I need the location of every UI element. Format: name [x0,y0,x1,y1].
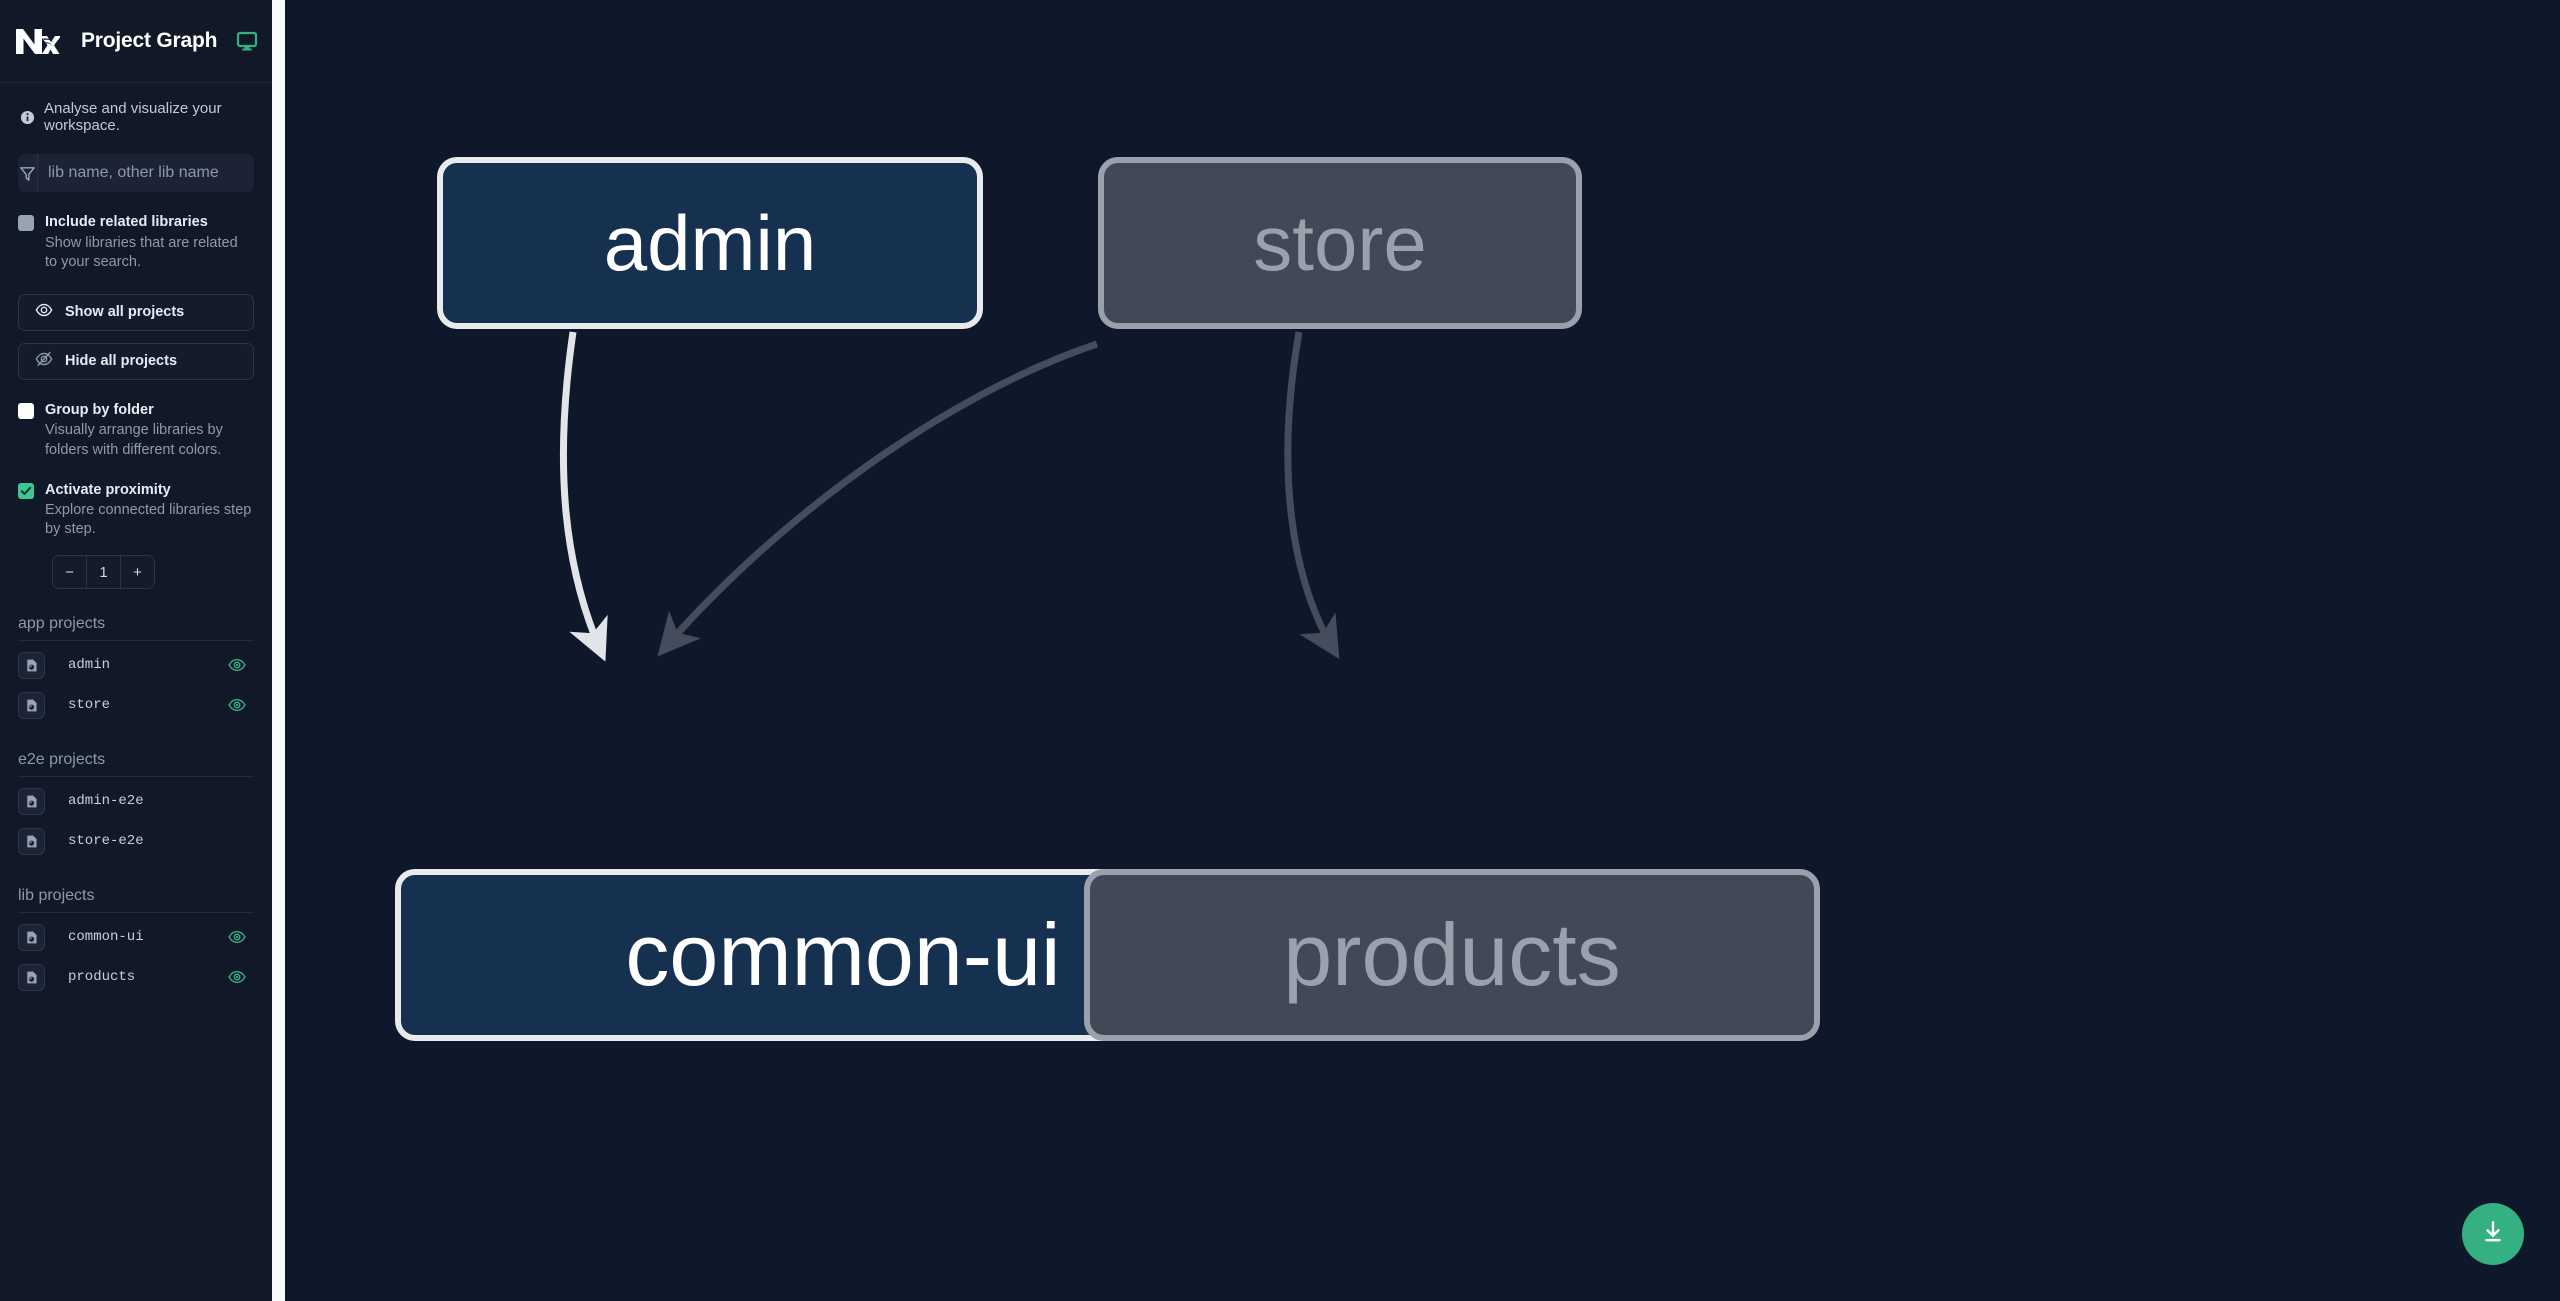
project-file-icon [18,827,45,855]
project-visibility-eye-icon[interactable] [228,928,246,946]
graph-node-admin[interactable]: admin [437,157,983,329]
project-name: common-ui [68,929,144,946]
project-file-icon [18,963,45,991]
include-related-libraries-checkbox[interactable] [18,215,34,231]
project-list-item-admin-e2e[interactable]: admin-e2e [18,781,254,821]
graph-node-label: common-ui [625,905,1061,1004]
visibility-buttons: Show all projects Hide all projects [0,272,272,380]
sidebar: Project Graph Analyse and visualize your… [0,0,272,1301]
show-all-projects-button[interactable]: Show all projects [18,293,254,331]
graph-node-label: store [1253,199,1427,287]
graph-node-label: admin [603,199,817,287]
project-group-title: app projects [18,589,254,642]
include-related-libraries-row[interactable]: Include related libraries Show libraries… [0,192,272,272]
project-name: admin [68,657,111,674]
search-input[interactable] [38,154,254,192]
search-box[interactable] [18,154,254,192]
graph-canvas[interactable]: admin store common-ui products [285,0,2560,1301]
project-name: admin-e2e [68,793,144,810]
project-name: products [68,969,136,986]
proximity-increment-button[interactable]: + [120,556,154,589]
group-by-folder-checkbox[interactable] [18,402,34,419]
project-file-icon [18,787,45,815]
show-all-projects-label: Show all projects [65,304,185,321]
download-image-button[interactable] [2462,1203,2524,1265]
sidebar-header: Project Graph [0,0,272,83]
project-list-item-products[interactable]: products [18,957,254,997]
search-section [0,134,272,192]
graph-node-store[interactable]: store [1098,157,1582,329]
project-name: store-e2e [68,833,144,850]
hide-all-projects-button[interactable]: Hide all projects [18,342,254,380]
graph-node-products[interactable]: products [1084,869,1820,1041]
project-visibility-eye-icon[interactable] [228,968,246,986]
funnel-icon[interactable] [18,154,38,192]
eye-off-icon [35,350,53,372]
project-group-title: lib projects [18,861,254,914]
proximity-value: 1 [86,556,120,589]
group-by-folder-description: Visually arrange libraries by folders wi… [45,422,223,458]
project-file-icon [18,651,45,679]
activate-proximity-checkbox[interactable] [18,482,34,499]
eye-icon [35,301,53,323]
group-by-folder-row[interactable]: Group by folder Visually arrange librari… [0,380,272,460]
activate-proximity-label: Activate proximity [45,481,171,498]
activate-proximity-description: Explore connected libraries step by step… [45,502,252,538]
include-related-libraries-description: Show libraries that are related to your … [45,234,238,270]
group-by-folder-label: Group by folder [45,401,154,418]
sidebar-divider[interactable] [272,0,285,1301]
project-name: store [68,697,111,714]
graph-edges [559,331,1340,662]
project-file-icon [18,923,45,951]
download-icon [2480,1219,2506,1250]
project-list-item-store[interactable]: store [18,685,254,725]
edge-store-to-common-ui [657,340,1099,657]
nx-logo-icon [14,25,61,58]
activate-proximity-row[interactable]: Activate proximity Explore connected lib… [0,460,272,540]
project-list-item-admin[interactable]: admin [18,645,254,685]
sidebar-tagline: Analyse and visualize your workspace. [0,83,272,134]
graph-node-label: products [1283,905,1621,1004]
project-group-title: e2e projects [18,725,254,778]
monitor-icon[interactable] [236,30,258,52]
project-list-item-store-e2e[interactable]: store-e2e [18,821,254,861]
app-title: Project Graph [81,29,218,52]
project-visibility-eye-icon[interactable] [228,696,246,714]
proximity-stepper: − 1 + [52,555,155,590]
project-file-icon [18,691,45,719]
tagline-text: Analyse and visualize your workspace. [44,100,222,134]
edge-admin-to-common-ui [559,331,608,662]
project-groups: app projects admin store e2e projects admin-… [0,589,272,997]
info-icon [20,110,35,125]
project-visibility-eye-icon[interactable] [228,656,246,674]
project-list-item-common-ui[interactable]: common-ui [18,917,254,957]
include-related-libraries-label: Include related libraries [45,214,208,230]
proximity-decrement-button[interactable]: − [53,556,86,589]
edge-store-to-products [1284,331,1340,660]
hide-all-projects-label: Hide all projects [65,353,178,370]
